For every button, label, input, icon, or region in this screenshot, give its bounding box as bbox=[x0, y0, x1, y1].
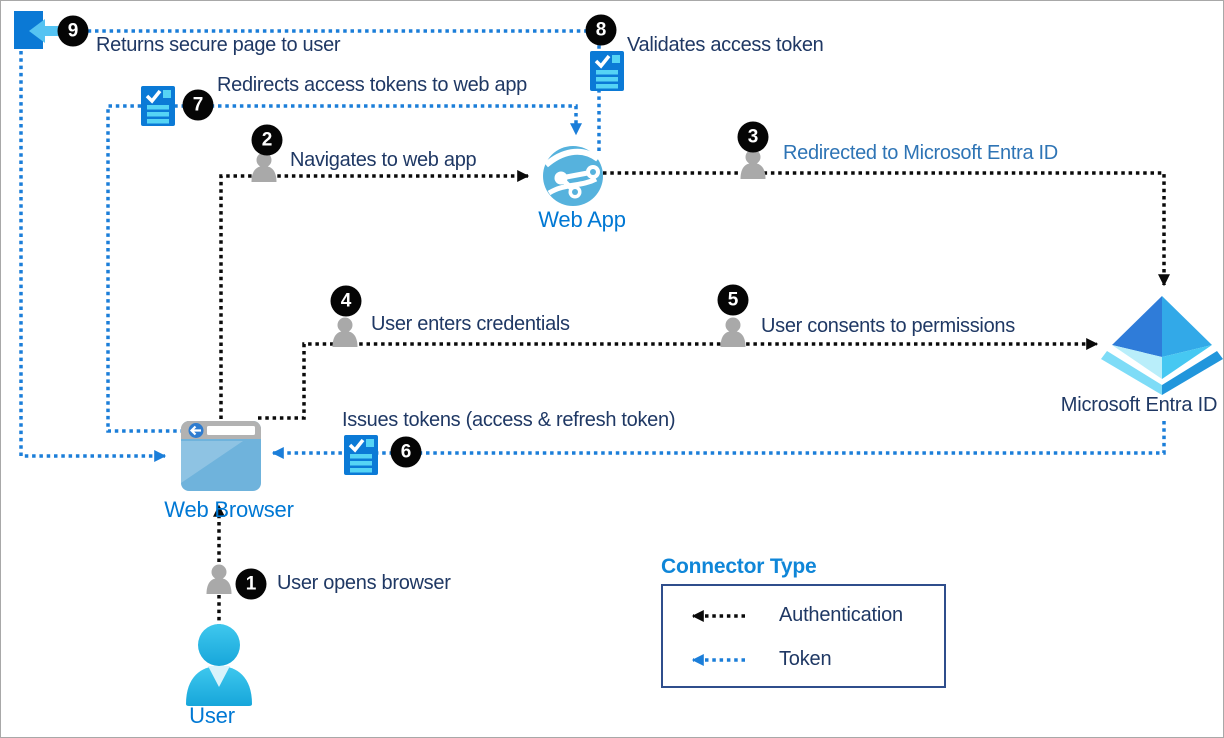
person-marker-step5 bbox=[720, 317, 746, 347]
step-badge-2: 2 bbox=[251, 124, 283, 156]
step-label-4: User enters credentials bbox=[371, 313, 570, 335]
step-badge-3: 3 bbox=[737, 121, 769, 153]
step-label-1: User opens browser bbox=[277, 572, 451, 594]
token-icon-step8 bbox=[588, 49, 626, 93]
person-marker-step1 bbox=[206, 564, 232, 594]
token-icon-step6 bbox=[342, 433, 380, 477]
step-label-6: Issues tokens (access & refresh token) bbox=[342, 409, 676, 431]
connector-step4-5-credentials-consent bbox=[258, 338, 1099, 420]
step-badge-9: 9 bbox=[57, 15, 89, 47]
legend-label-authentication: Authentication bbox=[779, 604, 903, 626]
step-label-2: Navigates to web app bbox=[290, 149, 477, 171]
person-marker-step2 bbox=[251, 152, 277, 182]
token-arrow-icon bbox=[691, 653, 745, 666]
entra-id-icon bbox=[1101, 296, 1223, 395]
step-label-5: User consents to permissions bbox=[761, 315, 1015, 337]
web-app-label: Web App bbox=[538, 207, 626, 232]
authentication-arrow-icon bbox=[691, 609, 745, 622]
token-icon-step7 bbox=[139, 84, 177, 128]
legend-label-token: Token bbox=[779, 648, 832, 670]
step-label-7: Redirects access tokens to web app bbox=[217, 74, 527, 96]
user-icon bbox=[186, 624, 252, 706]
legend-row-token: Token bbox=[677, 648, 939, 671]
step-badge-7: 7 bbox=[182, 89, 214, 121]
step-badge-1: 1 bbox=[235, 568, 267, 600]
step-badge-8: 8 bbox=[585, 14, 617, 46]
user-label: User bbox=[189, 703, 235, 728]
step-label-3: Redirected to Microsoft Entra ID bbox=[783, 142, 1058, 164]
step-badge-6: 6 bbox=[390, 436, 422, 468]
step-badge-4: 4 bbox=[330, 285, 362, 317]
web-app-icon bbox=[543, 146, 603, 206]
connector-step2-navigates-to-web-app bbox=[219, 170, 530, 419]
step-badge-5: 5 bbox=[717, 284, 749, 316]
step-label-8: Validates access token bbox=[627, 34, 824, 56]
person-marker-step3 bbox=[740, 149, 766, 179]
connector-step6-issues-tokens bbox=[271, 421, 1166, 459]
legend-row-authentication: Authentication bbox=[677, 604, 939, 627]
return-page-icon bbox=[14, 11, 59, 49]
connector-step3-redirect-to-entra bbox=[603, 171, 1170, 287]
legend-box: Authentication Token bbox=[661, 584, 946, 688]
connector-step9-returns-page bbox=[19, 51, 167, 462]
step-label-9: Returns secure page to user bbox=[96, 34, 341, 56]
web-browser-label: Web Browser bbox=[164, 497, 294, 522]
entra-id-label: Microsoft Entra ID bbox=[1060, 394, 1218, 416]
person-marker-step4 bbox=[332, 317, 358, 347]
web-browser-icon bbox=[181, 421, 261, 491]
connector-step7-redirect-tokens bbox=[106, 104, 582, 433]
legend-title: Connector Type bbox=[661, 555, 817, 578]
